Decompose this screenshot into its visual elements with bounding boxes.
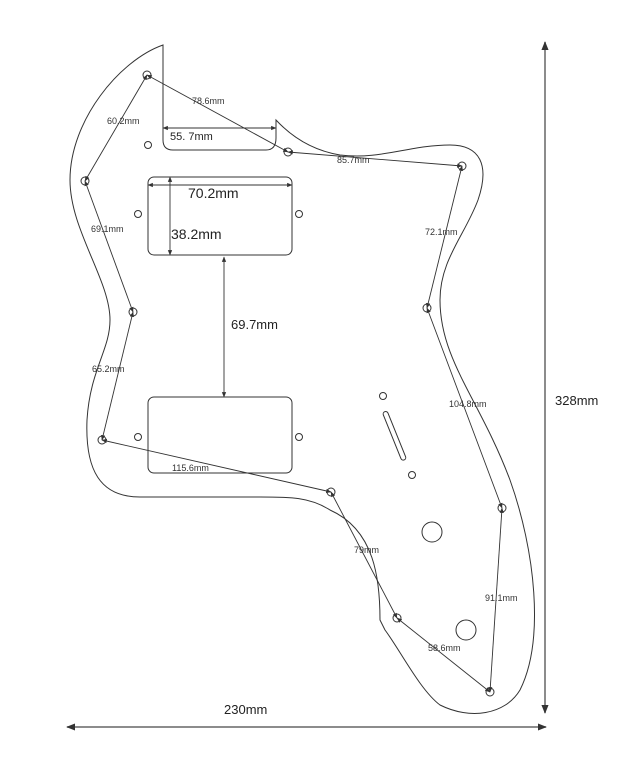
dimension-line (84, 180, 134, 313)
pickguard-outline (69, 44, 535, 714)
dimension-line (426, 165, 463, 309)
pot-hole (455, 619, 477, 641)
dimension-line (101, 438, 332, 494)
screw-hole (408, 471, 416, 479)
dimension-line (101, 311, 134, 441)
dimension-label: 38.2mm (171, 226, 222, 242)
screw-hole (379, 392, 387, 400)
dimension-line (488, 507, 504, 693)
dimension-label: 104.8mm (449, 399, 487, 409)
screw-hole (134, 433, 142, 441)
dimension-label: 60.2mm (107, 116, 140, 126)
screw-hole (134, 210, 142, 218)
neck-pickup-cutout (147, 176, 293, 256)
dimension-label: 70.2mm (188, 185, 239, 201)
dimension-label: 72.1mm (425, 227, 458, 237)
dimension-label: 115.6mm (172, 463, 209, 473)
dimension-label: 55. 7mm (170, 131, 213, 143)
screw-hole (295, 433, 303, 441)
dimension-label: 78.6mm (192, 96, 225, 106)
bridge-pickup-cutout (147, 396, 293, 474)
dimension-line (84, 74, 148, 182)
dimension-label: 79mm (354, 545, 379, 555)
screw-hole (144, 141, 152, 149)
switch-slot (382, 411, 407, 461)
dimension-line (426, 307, 503, 509)
pot-hole (421, 521, 443, 543)
dimension-label: 65.2mm (92, 364, 125, 374)
screw-hole (295, 210, 303, 218)
dimension-label: 91.1mm (485, 593, 518, 603)
dimension-label: 69.7mm (231, 317, 278, 332)
dimension-label: 69.1mm (91, 224, 124, 234)
dimension-label: 230mm (224, 702, 267, 717)
dimension-line (287, 150, 463, 168)
dimension-line (330, 491, 398, 619)
dimension-label: 58.6mm (428, 643, 461, 653)
dimension-label: 328mm (555, 393, 598, 408)
dimension-line (396, 617, 491, 693)
dimension-line (146, 74, 289, 153)
dimension-label: 85.7mm (337, 155, 370, 165)
